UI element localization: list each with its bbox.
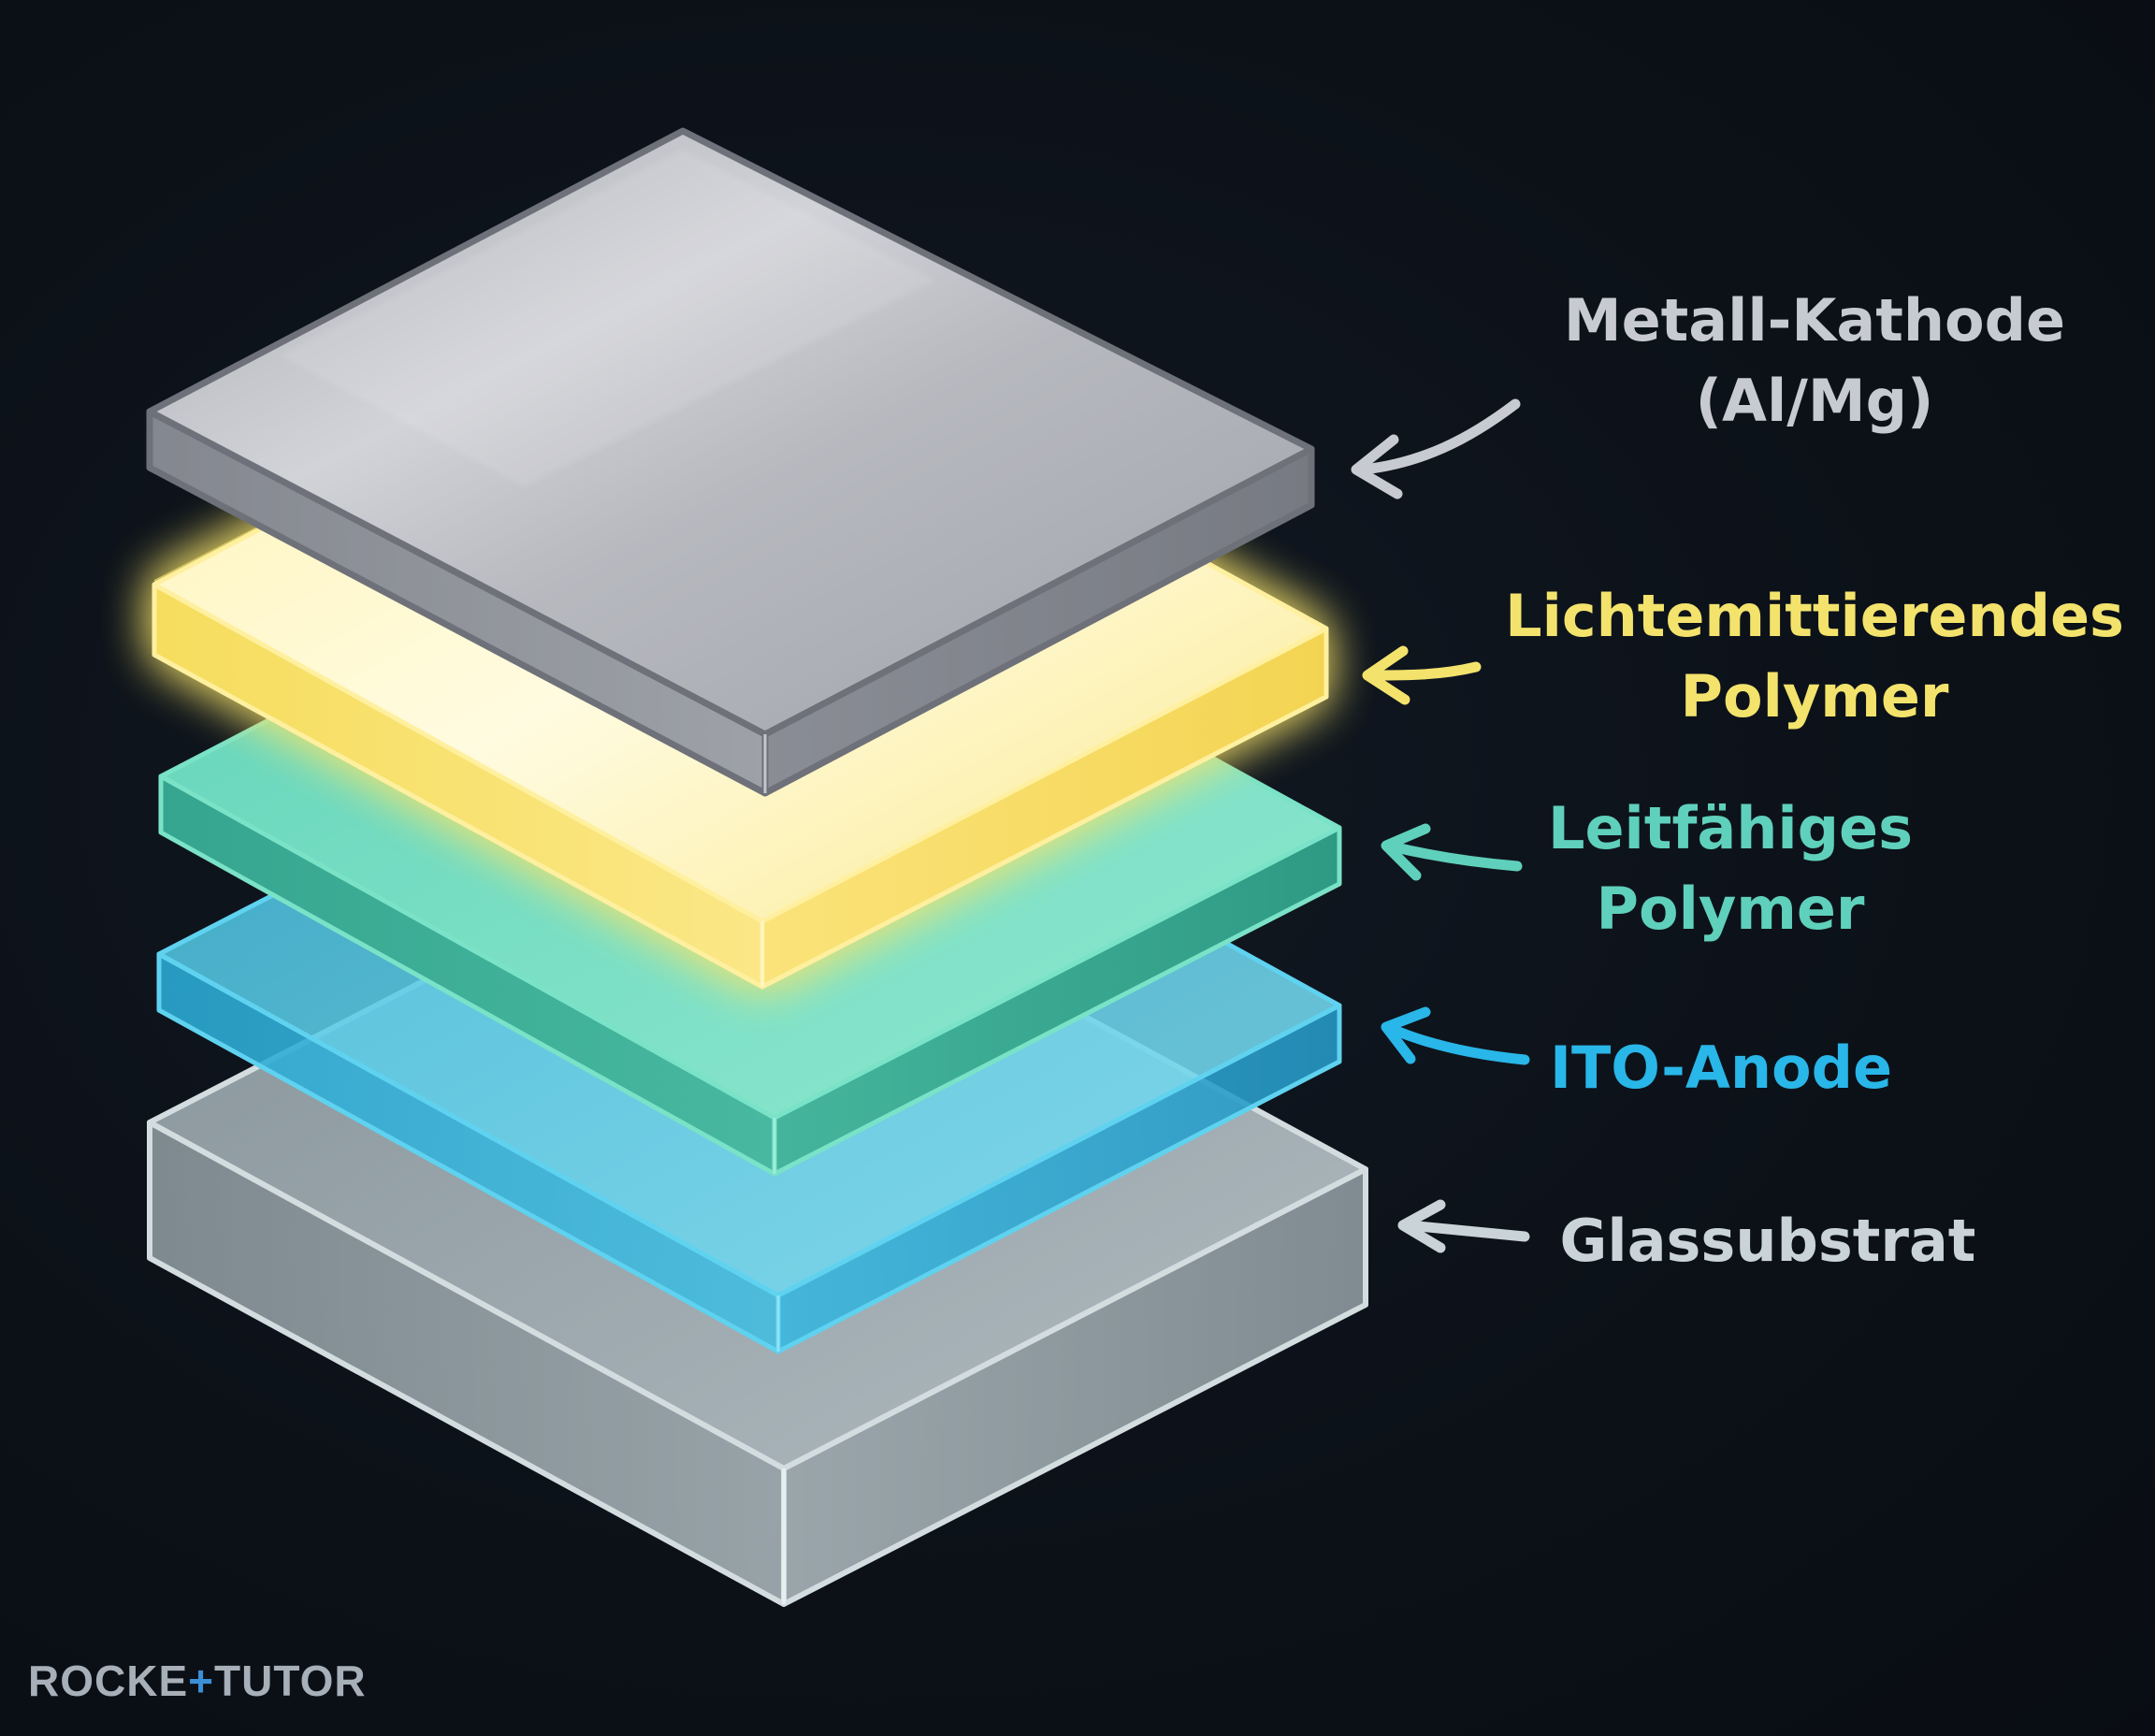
logo-text-left: ROCKE xyxy=(28,1656,189,1705)
anode-arrow xyxy=(1381,1006,1530,1065)
conductive-polymer-label-line-1: Leitfähiges xyxy=(1548,794,1913,862)
metal-cathode-label-line-1: Metall-Kathode xyxy=(1563,286,2066,354)
glass-arrow xyxy=(1397,1199,1530,1253)
cathode-arrow xyxy=(1351,398,1521,499)
logo-plus-mark: + xyxy=(188,1656,214,1705)
logo-text-right: TUTOR xyxy=(214,1656,367,1705)
emitter-arrow xyxy=(1362,645,1482,705)
ito-anode-label: ITO-Anode xyxy=(1459,1028,1983,1108)
conductive-polymer-label: Leitfähiges Polymer xyxy=(1459,788,2002,949)
metal-cathode-layer xyxy=(146,127,1315,797)
conductive-polymer-label-line-2: Polymer xyxy=(1596,875,1865,943)
light-emitting-polymer-label: Lichtemittierendes Polymer xyxy=(1459,576,2155,737)
rocketutor-logo: ROCKE+TUTOR xyxy=(28,1656,367,1706)
light-emitting-polymer-label-line-1: Lichtemittierendes xyxy=(1505,582,2124,650)
glass-substrate-label-line-1: Glassubstrat xyxy=(1559,1207,1976,1275)
metal-cathode-label-line-2: (Al/Mg) xyxy=(1695,367,1934,435)
conductive-arrow xyxy=(1381,823,1523,881)
ito-anode-label-line-1: ITO-Anode xyxy=(1549,1034,1893,1102)
light-emitting-polymer-label-line-2: Polymer xyxy=(1680,662,1949,731)
glass-substrate-label: Glassubstrat xyxy=(1459,1201,2076,1281)
metal-cathode-label: Metall-Kathode (Al/Mg) xyxy=(1459,281,2155,441)
